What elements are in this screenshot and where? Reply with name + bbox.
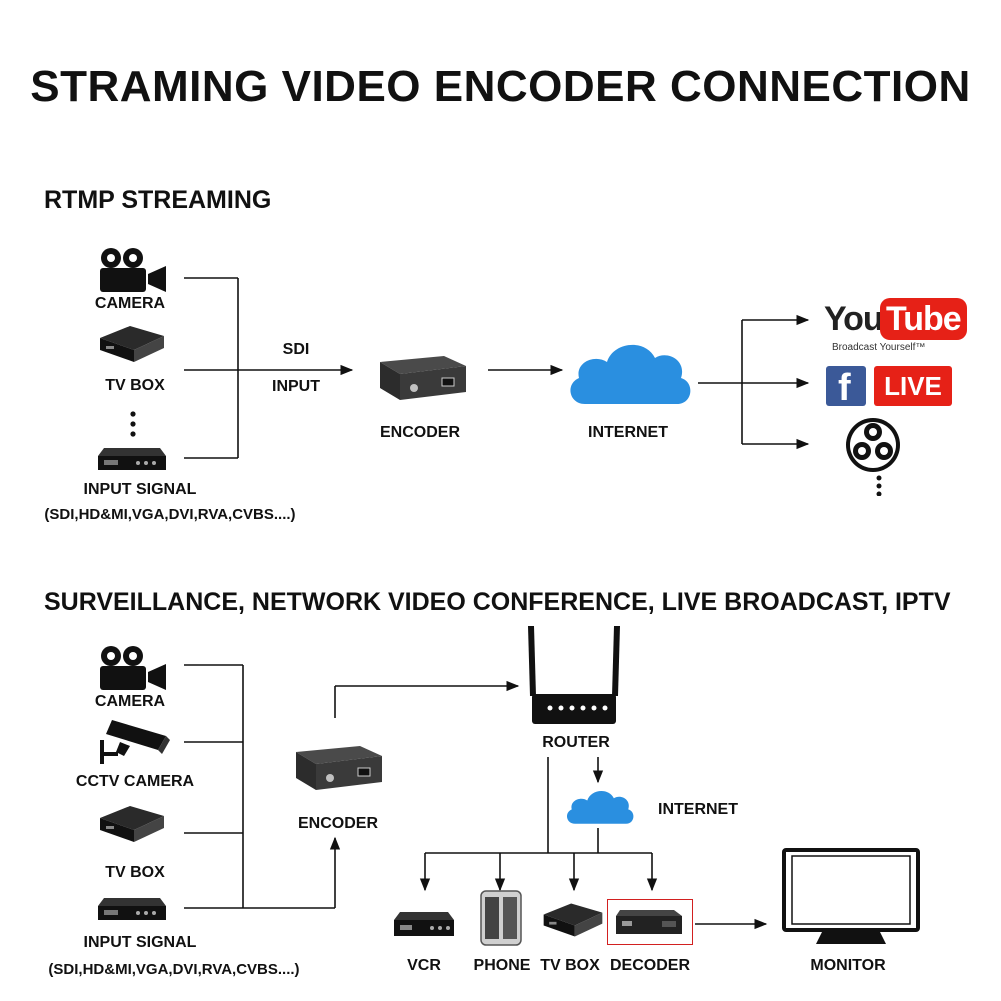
youtube-tube-text: Tube [880, 298, 967, 340]
rtmp-heading: RTMP STREAMING [44, 186, 272, 214]
s-tvbox-output-label: TV BOX [540, 957, 600, 974]
internet-label: INTERNET [588, 424, 668, 441]
camera-icon [100, 646, 166, 690]
router-icon [528, 626, 620, 724]
input-signal-device-icon [98, 448, 166, 470]
input-types-label: (SDI,HD&MI,VGA,DVI,RVA,CVBS....) [44, 506, 296, 523]
internet-cloud-icon [570, 344, 691, 404]
cctv-camera-label: CCTV CAMERA [75, 773, 195, 790]
input-label: INPUT [272, 378, 320, 395]
s-input-types-label: (SDI,HD&MI,VGA,DVI,RVA,CVBS....) [48, 961, 300, 978]
camera-icon [100, 248, 166, 292]
live-badge: LIVE [874, 366, 952, 406]
tv-box-icon [543, 903, 603, 937]
youtube-logo: You Tube Broadcast Yourself™ [824, 298, 967, 358]
vcr-label: VCR [407, 957, 441, 974]
tv-box-icon [100, 806, 164, 842]
youtube-tagline: Broadcast Yourself™ [832, 342, 926, 353]
phone-label: PHONE [473, 957, 531, 974]
monitor-icon [782, 848, 920, 944]
page-title: STRAMING VIDEO ENCODER CONNECTION [30, 62, 971, 111]
internet-cloud-icon [567, 790, 634, 824]
encoder-label: ENCODER [379, 424, 460, 441]
youtube-you-text: You [824, 300, 884, 338]
more-dots-icon [130, 411, 136, 437]
surveillance-heading: SURVEILLANCE, NETWORK VIDEO CONFERENCE, … [44, 588, 951, 616]
more-platforms-dots-icon [876, 475, 882, 496]
sdi-label: SDI [282, 341, 310, 358]
s-input-signal-label: INPUT SIGNAL [83, 934, 197, 951]
cctv-camera-icon [100, 720, 170, 764]
decoder-frame [607, 899, 693, 945]
input-signal-label: INPUT SIGNAL [83, 481, 197, 498]
encoder-icon [296, 746, 382, 790]
facebook-logo: f [826, 366, 866, 409]
tv-box-icon [100, 326, 164, 362]
camera-label: CAMERA [94, 295, 166, 312]
decoder-icon [616, 910, 682, 934]
s-camera-label: CAMERA [94, 693, 166, 710]
input-signal-device-icon [98, 898, 166, 920]
router-label: ROUTER [542, 734, 610, 751]
facebook-f-glyph: f [838, 367, 851, 409]
monitor-label: MONITOR [810, 957, 886, 974]
phone-icon [480, 890, 522, 946]
vcr-icon [394, 912, 454, 936]
encoder-icon [380, 356, 466, 400]
tv-box-label: TV BOX [105, 377, 165, 394]
decoder-label: DECODER [609, 957, 690, 974]
obs-logo-icon [846, 418, 900, 472]
s-encoder-label: ENCODER [297, 815, 378, 832]
s-internet-label: INTERNET [658, 801, 738, 818]
s-tv-box-label: TV BOX [105, 864, 165, 881]
